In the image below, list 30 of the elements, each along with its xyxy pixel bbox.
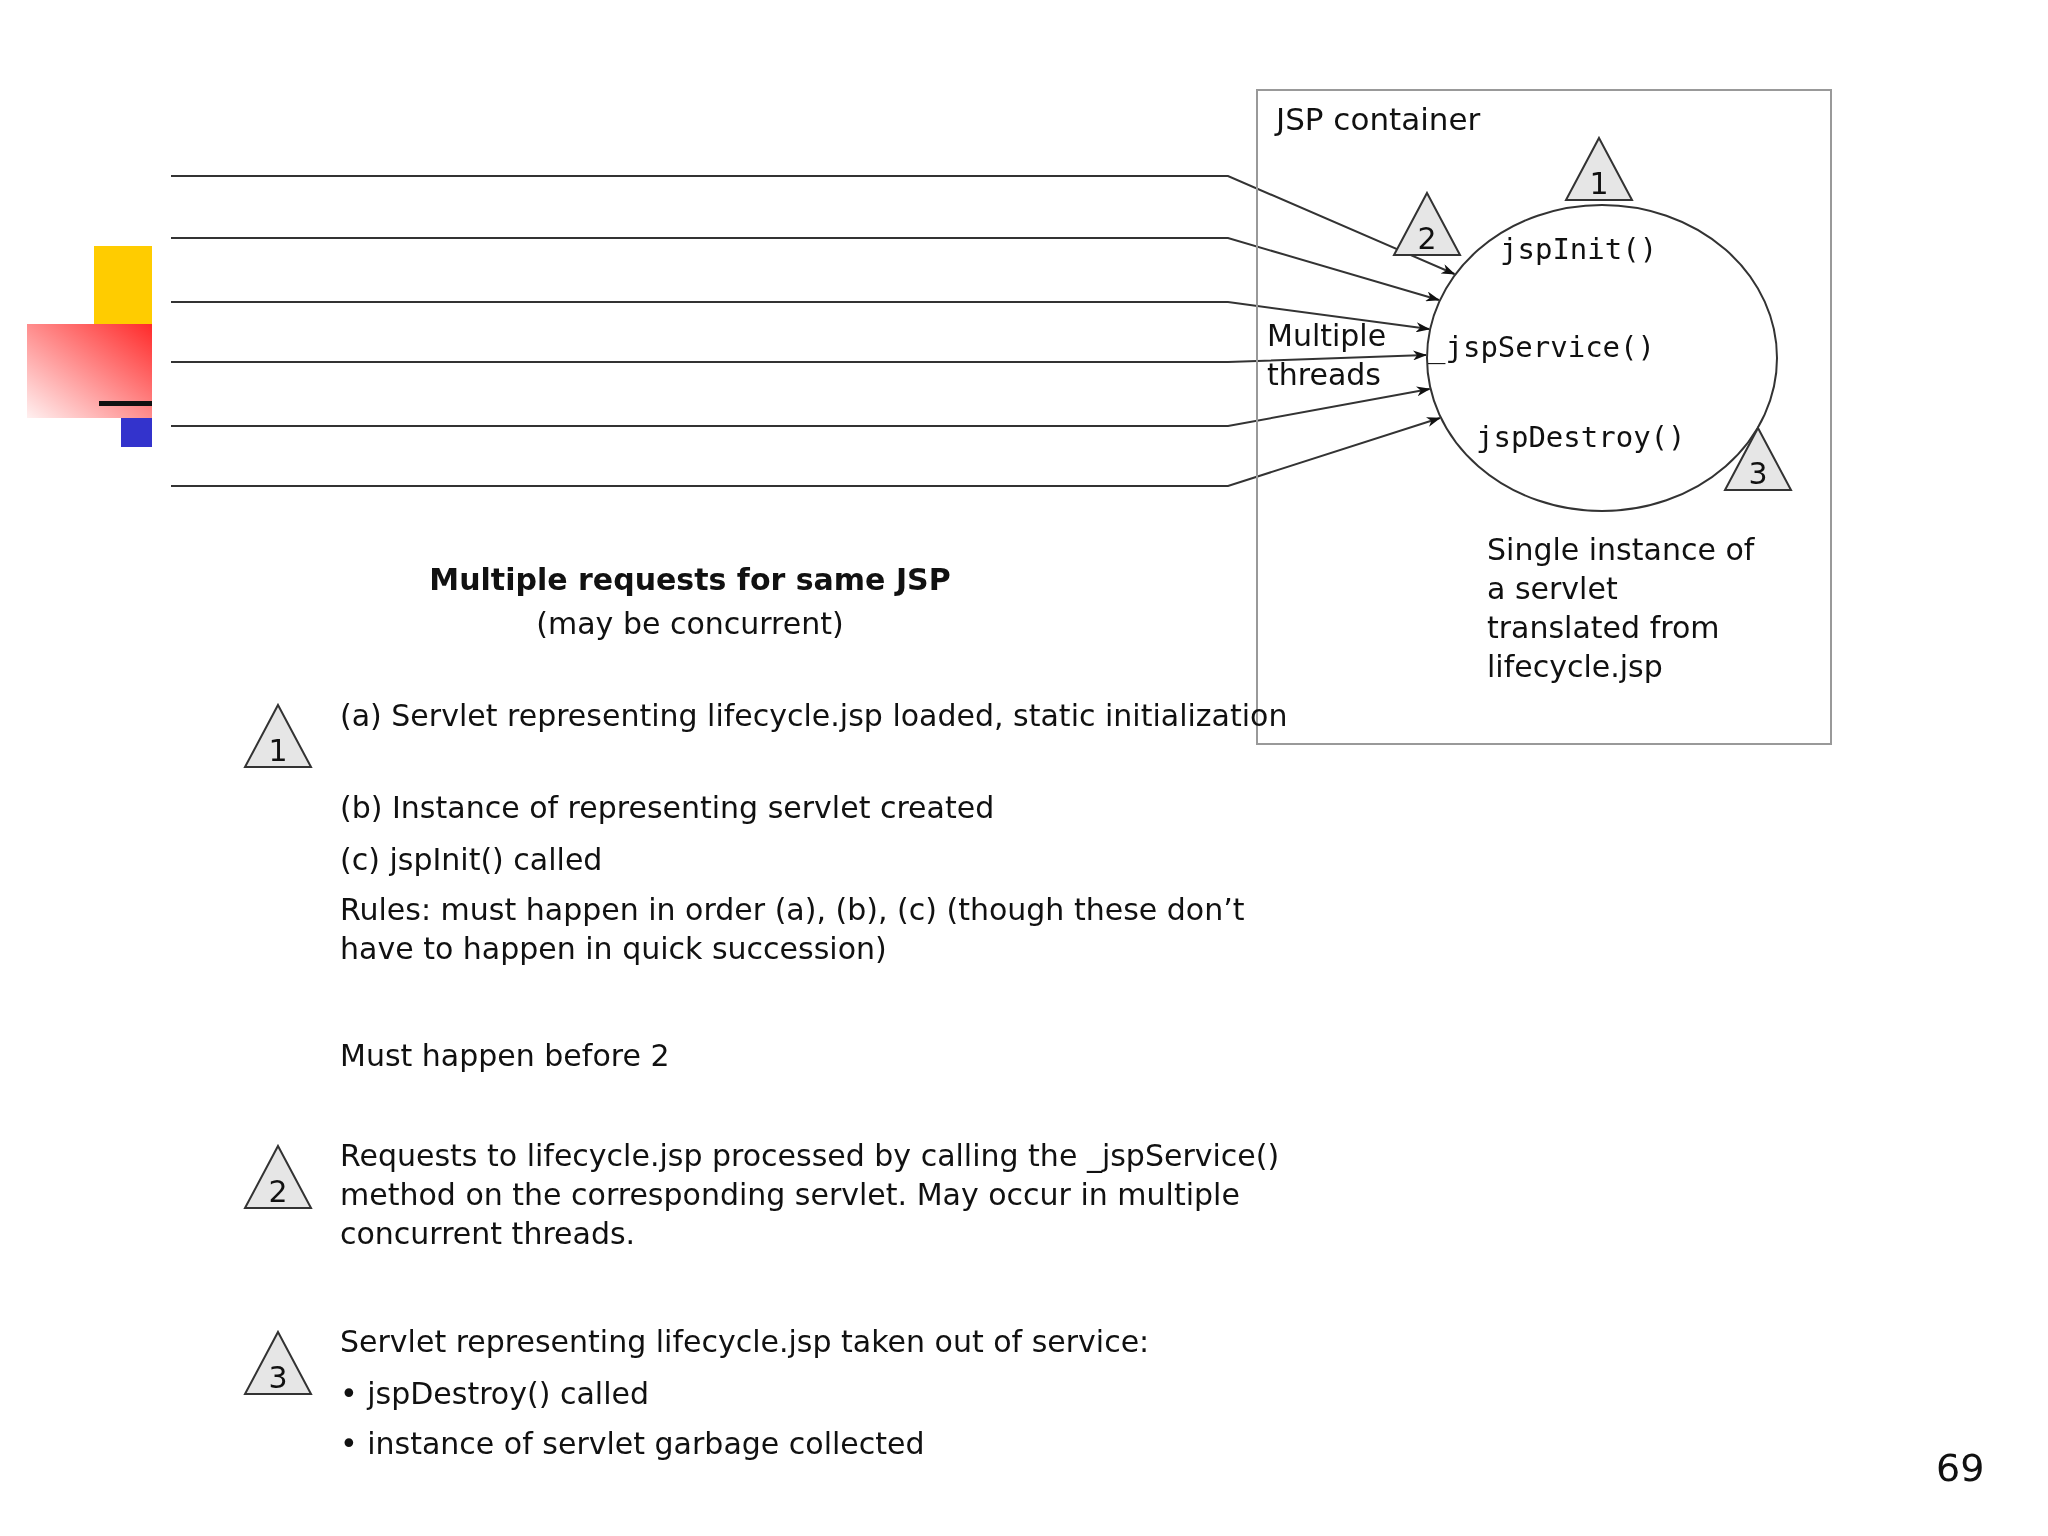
heading: Multiple requests for same JSP xyxy=(428,561,952,599)
step-description: • jspDestroy() called xyxy=(340,1375,650,1413)
request-arrow xyxy=(170,301,1431,333)
numbered-triangle: 3 xyxy=(244,1331,312,1395)
request-arrow xyxy=(170,175,1456,275)
container-title: JSP container xyxy=(1276,101,1481,139)
step-description: (b) Instance of representing servlet created xyxy=(340,789,996,827)
note-text: 69 xyxy=(1936,1445,1986,1492)
note-text: Multiple threads xyxy=(1267,317,1388,394)
method-name: jspDestroy() xyxy=(1476,420,1686,455)
note-text: (may be concurrent) xyxy=(535,605,845,643)
request-arrow xyxy=(170,417,1441,487)
step-description: Rules: must happen in order (a), (b), (c) (though these don’t have to happen in quick succession) xyxy=(340,891,1246,968)
numbered-triangle: 2 xyxy=(244,1145,312,1209)
step-description: (c) jspInit() called xyxy=(340,841,604,879)
request-arrow xyxy=(170,237,1440,302)
request-arrow xyxy=(170,386,1431,427)
numbered-triangle: 3 xyxy=(1724,427,1792,491)
step-description: (a) Servlet representing lifecycle.jsp loaded, static initialization xyxy=(340,697,1289,735)
step-description: • instance of servlet garbage collected xyxy=(340,1425,926,1463)
numbered-triangle: 1 xyxy=(1565,137,1633,201)
step-description: Requests to lifecycle.jsp processed by calling the _jspService() method on the corresponding servlet. May occur in multiple concurrent threads. xyxy=(340,1137,1281,1253)
numbered-triangle: 2 xyxy=(1393,192,1461,256)
numbered-triangle: 1 xyxy=(244,704,312,768)
note-text: Single instance of a servlet translated from lifecycle.jsp xyxy=(1487,531,1756,686)
request-arrow xyxy=(170,350,1428,363)
step-description: Must happen before 2 xyxy=(340,1037,671,1075)
method-name: _jspService() xyxy=(1428,330,1655,365)
step-description: Servlet representing lifecycle.jsp taken out of service: xyxy=(340,1323,1151,1361)
method-name: jspInit() xyxy=(1500,232,1658,267)
